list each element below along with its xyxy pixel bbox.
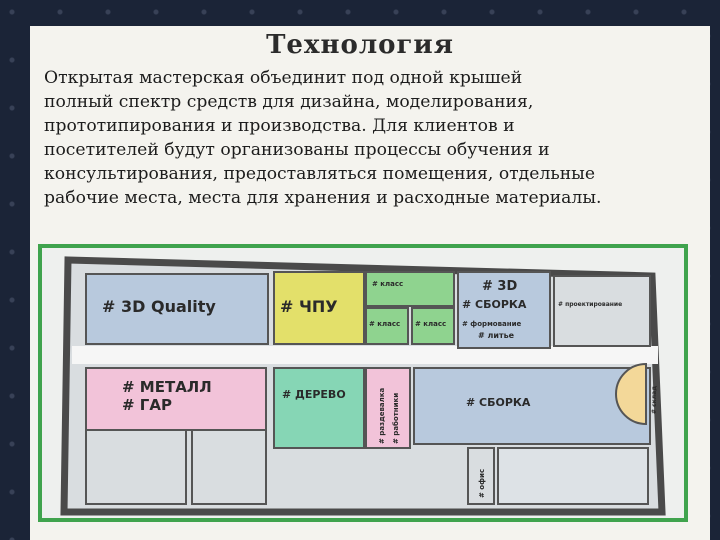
room-label: # проектирование [558,301,622,308]
room-storage-left [85,429,187,505]
room-3d-quality [85,273,269,345]
room-label: # СБОРКА [462,298,527,311]
room-class-mid-2 [411,307,455,345]
room-class-mid-1 [365,307,409,345]
corridor [72,346,658,364]
room-label: # класс [372,280,403,288]
room-label: # литье [478,331,515,340]
floor-plan-svg: # 3D Quality # ЧПУ # класс # класс # кла… [60,256,666,516]
room-label: # класс [369,320,400,328]
room-label: # работники [392,393,400,444]
paragraph-line: прототипирования и производства. Для кли… [44,116,515,136]
floor-plan: # 3D Quality # ЧПУ # класс # класс # кла… [42,248,684,518]
room-label: # формование [462,320,521,328]
room-assembly-bottom [413,367,651,445]
paragraph-line: посетителей будут организованы процессы … [44,140,550,160]
floor-plan-frame: # 3D Quality # ЧПУ # класс # класс # кла… [38,244,688,522]
paragraph-line: рабочие места, места для хранения и расх… [44,188,602,208]
room-label: # раздевалка [378,387,386,444]
room-class-top [365,271,455,307]
slide-title: Технология [266,30,454,60]
paragraph-line: консультирования, предоставляться помеще… [44,164,596,184]
room-3d-assembly [457,271,551,349]
room-storage-mid [191,429,267,505]
paragraph-line: полный спектр средств для дизайна, модел… [44,92,534,112]
room-label: # класс [415,320,446,328]
room-vertical [365,367,411,449]
paragraph-line: Открытая мастерская объединит под одной … [44,68,523,88]
room-metal [85,367,267,431]
room-label: # склад [651,386,658,414]
room-label: # ГАР [122,396,172,414]
room-label: # 3D [482,279,517,294]
room-wood [273,367,365,449]
room-design [553,275,651,347]
room-office [467,447,495,505]
room-bottom-right [497,447,649,505]
room-label: # ЧПУ [280,297,338,316]
room-cnc [273,271,365,345]
slide-paragraph: Открытая мастерская объединит под одной … [44,66,704,210]
room-label: # СБОРКА [466,396,531,409]
room-label: # ДЕРЕВО [282,388,346,401]
round-room [615,362,647,426]
room-label: # офис [478,469,486,498]
room-label: # 3D Quality [102,297,216,316]
room-label: # МЕТАЛЛ [122,378,212,396]
